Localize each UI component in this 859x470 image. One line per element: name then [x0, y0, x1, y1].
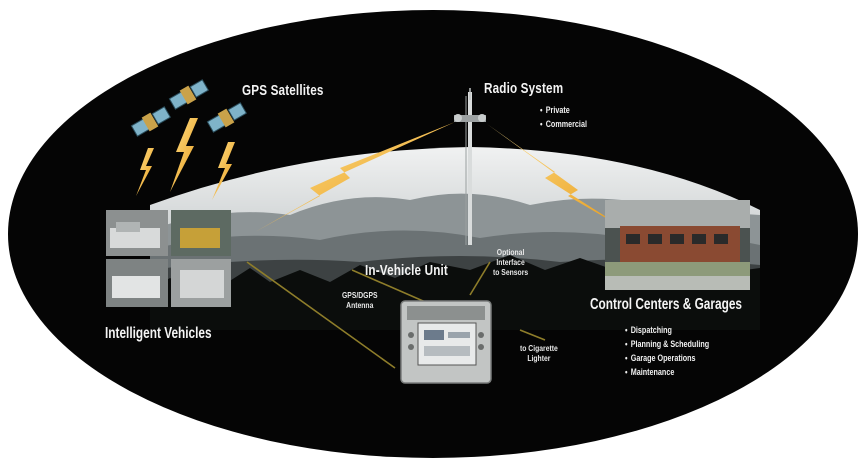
list-item: Garage Operations	[625, 351, 709, 365]
pointer-lines	[246, 261, 546, 369]
gps-satellites-label: GPS Satellites	[242, 82, 324, 99]
control-centers-label: Control Centers & Garages	[590, 296, 742, 313]
satellite-icon	[168, 79, 210, 110]
list-item: Commercial	[540, 117, 587, 131]
radio-system-list: Private Commercial	[540, 103, 599, 131]
list-item: Planning & Scheduling	[625, 337, 709, 351]
vehicle-photos	[106, 210, 231, 307]
lightning-icon	[136, 148, 154, 196]
cigarette-lighter-label: to Cigarette Lighter	[520, 343, 558, 363]
intelligent-vehicles-label: Intelligent Vehicles	[105, 325, 212, 342]
satellite-icon	[206, 102, 248, 133]
list-item: Private	[540, 103, 587, 117]
lightning-icon	[487, 124, 630, 232]
control-centers-list: Dispatching Planning & Scheduling Garage…	[625, 323, 730, 379]
gps-antenna-label: GPS/DGPS Antenna	[342, 290, 378, 310]
list-item: Dispatching	[625, 323, 709, 337]
list-item: Maintenance	[625, 365, 709, 379]
optional-interface-label: Optional Interface to Sensors	[493, 247, 529, 277]
radio-tower-icon	[454, 88, 486, 245]
control-center-photo	[605, 200, 750, 290]
radio-system-label: Radio System	[484, 80, 564, 97]
lightning-icon	[170, 118, 198, 192]
in-vehicle-unit-icon	[400, 300, 492, 384]
in-vehicle-unit-label: In-Vehicle Unit	[365, 262, 448, 279]
satellite-icon	[130, 106, 172, 137]
